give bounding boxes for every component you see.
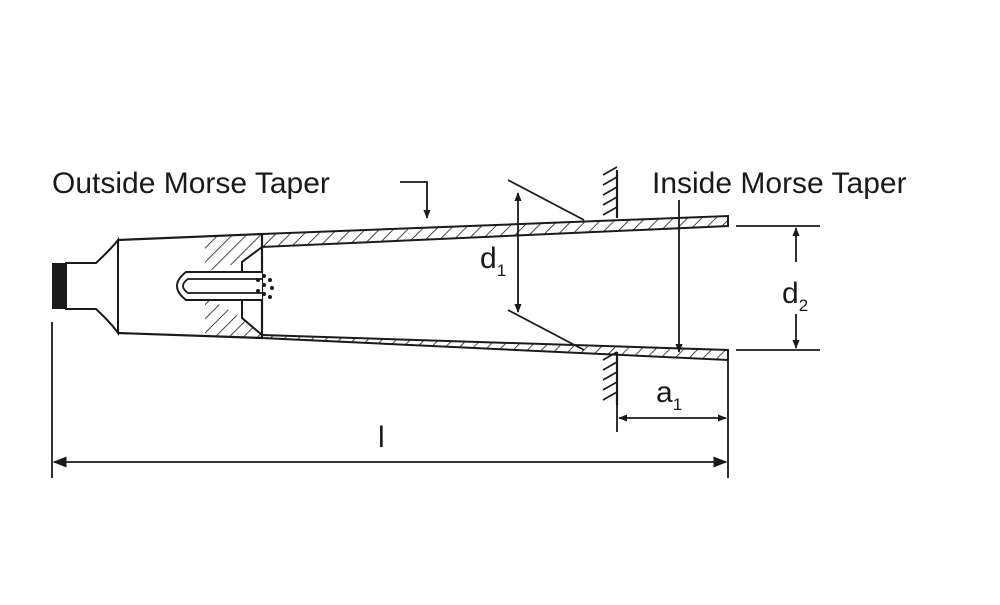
inside-taper-label: Inside Morse Taper — [652, 167, 907, 200]
outer-shank — [117, 232, 264, 340]
outside-taper-leader — [400, 181, 431, 219]
d2-label: d2 — [782, 277, 808, 315]
tang-end — [52, 237, 119, 337]
spindle-face — [602, 166, 619, 405]
length-label: l — [378, 421, 385, 454]
d1-extension-bottom — [507, 309, 585, 351]
sleeve-walls — [261, 214, 729, 362]
a1-label: a1 — [656, 376, 682, 414]
outside-taper-label: Outside Morse Taper — [52, 167, 330, 200]
d1-extension-top — [507, 179, 585, 221]
ball-detail — [256, 274, 274, 299]
d1-label: d1 — [480, 242, 506, 280]
